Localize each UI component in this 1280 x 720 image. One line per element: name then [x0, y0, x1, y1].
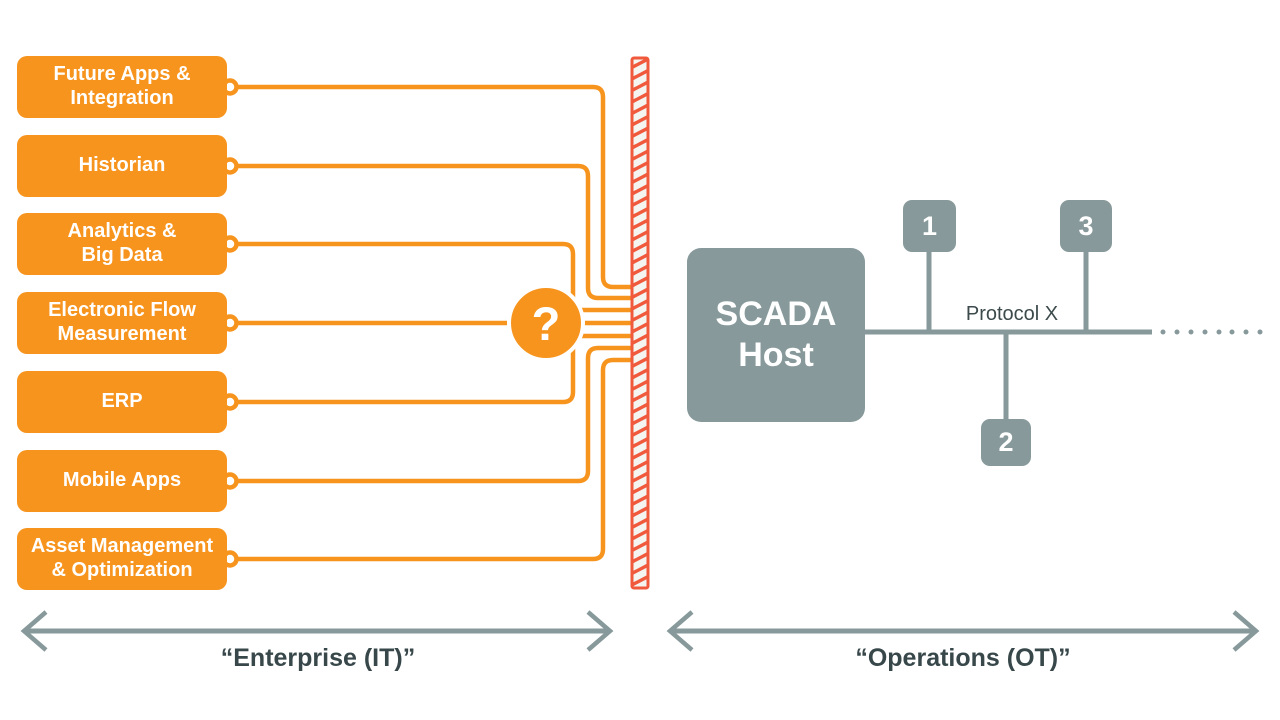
- connector-line-future-apps: [230, 84, 636, 290]
- connector-line-historian: [230, 163, 636, 301]
- device-node-1: 1: [903, 200, 956, 252]
- firewall-barrier: [630, 56, 650, 590]
- zone-arrows: [20, 610, 1260, 652]
- app-box-historian: Historian: [17, 135, 227, 197]
- it-connector-lines: [230, 84, 636, 562]
- device-node-2: 2: [981, 419, 1031, 466]
- connector-line-asset-mgmt: [230, 357, 636, 562]
- app-box-efm: Electronic Flow Measurement: [17, 292, 227, 354]
- operations-arrow-right-head: [1232, 610, 1260, 652]
- device-node-3: 3: [1060, 200, 1112, 252]
- enterprise-arrow-right-head: [586, 610, 614, 652]
- enterprise-it-label: “Enterprise (IT)”: [220, 644, 416, 672]
- app-box-mobile-apps: Mobile Apps: [17, 450, 227, 512]
- protocol-x-label: Protocol X: [965, 303, 1059, 325]
- connector-line-mobile-apps: [230, 345, 636, 484]
- app-box-asset-mgmt: Asset Management & Optimization: [17, 528, 227, 590]
- operations-arrow-left-head: [666, 610, 694, 652]
- app-box-future-apps: Future Apps & Integration: [17, 56, 227, 118]
- app-box-erp: ERP: [17, 371, 227, 433]
- app-box-analytics: Analytics & Big Data: [17, 213, 227, 275]
- question-mark-label: ?: [531, 296, 561, 350]
- question-circle: [507, 284, 585, 362]
- scada-host-line2: Host: [738, 336, 814, 374]
- scada-host-line1: SCADA: [715, 295, 837, 334]
- enterprise-arrow-left-head: [20, 610, 48, 652]
- operations-ot-label: “Operations (OT)”: [855, 644, 1071, 672]
- ot-bus-lines: [864, 252, 1152, 420]
- bus-continuation-dots: [1160, 329, 1263, 335]
- scada-host-box: SCADA Host: [687, 248, 865, 422]
